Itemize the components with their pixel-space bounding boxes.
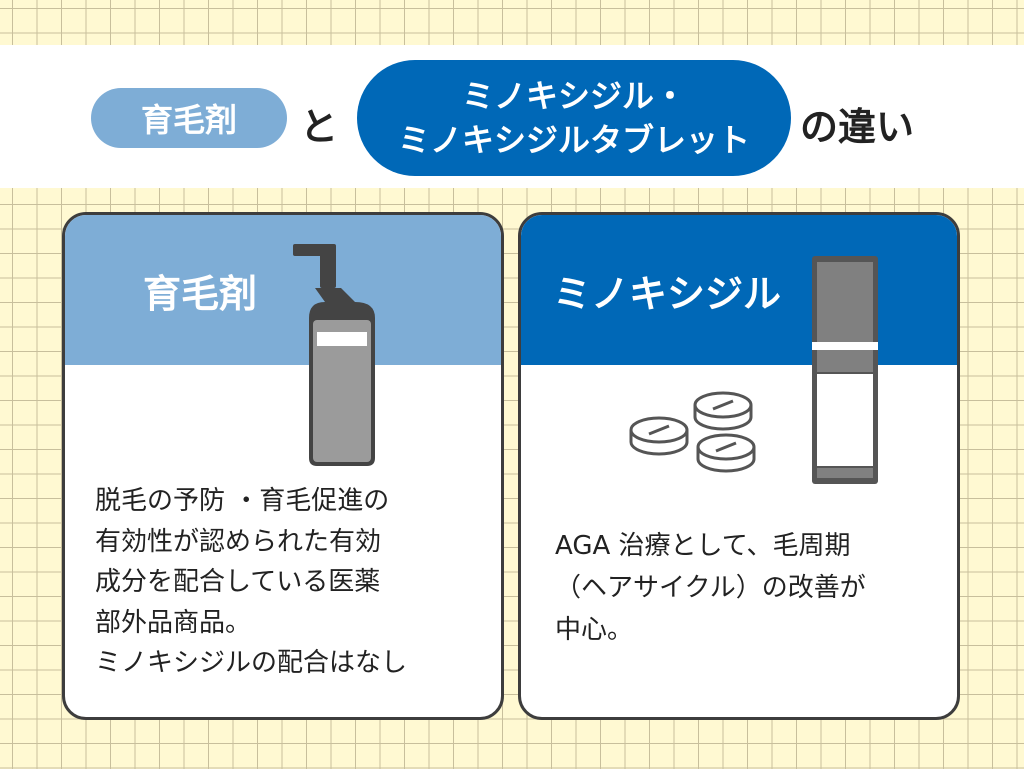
minoxidil-tube-icon <box>812 256 878 484</box>
title-pill-hair-tonic: 育毛剤 <box>91 88 287 148</box>
card-minoxidil: ミノキシジル AGA 治療として、毛周期 （ヘアサイクル）の改善が 中心。 <box>518 212 960 720</box>
title-suffix: の違い <box>800 105 915 149</box>
pill-line2: ミノキシジルタブレット <box>397 121 750 159</box>
card-hair-tonic: 育毛剤 脱毛の予防 ・育毛促進の 有効性が認められた有効 成分を配合している医薬… <box>62 212 504 720</box>
card-heading: ミノキシジル <box>553 271 782 316</box>
title-pill-minoxidil: ミノキシジル・ ミノキシジルタブレット <box>357 60 791 176</box>
title-connector: と <box>300 105 339 149</box>
pill-label: 育毛剤 <box>140 101 237 139</box>
card-header: 育毛剤 <box>65 215 501 365</box>
pill-line1: ミノキシジル・ <box>461 77 686 115</box>
card-description: AGA 治療として、毛周期 （ヘアサイクル）の改善が 中心。 <box>555 531 866 645</box>
tablets-icon <box>629 391 756 473</box>
spray-bottle-icon <box>293 244 375 466</box>
card-header: ミノキシジル <box>521 215 957 365</box>
card-heading: 育毛剤 <box>143 271 258 316</box>
card-description: 脱毛の予防 ・育毛促進の 有効性が認められた有効 成分を配合している医薬 部外品… <box>95 486 408 678</box>
